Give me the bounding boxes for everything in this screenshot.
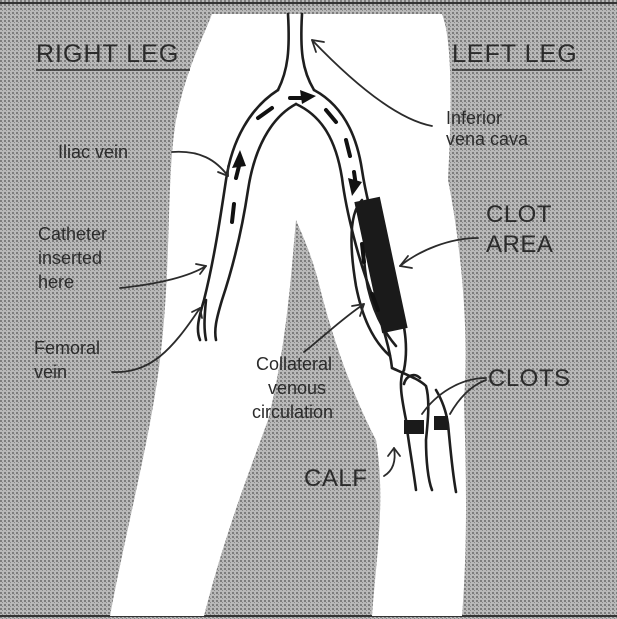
femoral-label-line1: Femoral xyxy=(34,338,100,358)
catheter-label-line1: Catheter xyxy=(38,224,107,244)
calf-clot-2 xyxy=(434,416,448,430)
catheter-label-line3: here xyxy=(38,272,74,292)
inferior-vena-cava-label-line2: vena cava xyxy=(446,129,529,149)
catheter-label-line2: inserted xyxy=(38,248,102,268)
clots-label: CLOTS xyxy=(488,365,571,392)
flow-dash-8 xyxy=(362,244,364,262)
femoral-label-line2: vein xyxy=(34,362,67,382)
clot-area-label-line1: CLOT xyxy=(486,201,552,228)
collateral-label-line1: Collateral xyxy=(256,354,332,374)
collateral-label-line3: circulation xyxy=(252,402,333,422)
inferior-vena-cava-label-line1: Inferior xyxy=(446,108,502,128)
flow-dash-2 xyxy=(232,204,234,222)
collateral-label-line2: venous xyxy=(268,378,326,398)
iliac-vein-label: Iliac vein xyxy=(58,142,128,162)
calf-clot-1 xyxy=(404,420,424,434)
left-leg-header: LEFT LEG xyxy=(452,40,578,68)
right-leg-header: RIGHT LEG xyxy=(36,40,179,68)
calf-label: CALF xyxy=(304,465,367,492)
right-femoral-branch xyxy=(205,300,207,340)
clot-area-label-line2: AREA xyxy=(486,231,553,258)
